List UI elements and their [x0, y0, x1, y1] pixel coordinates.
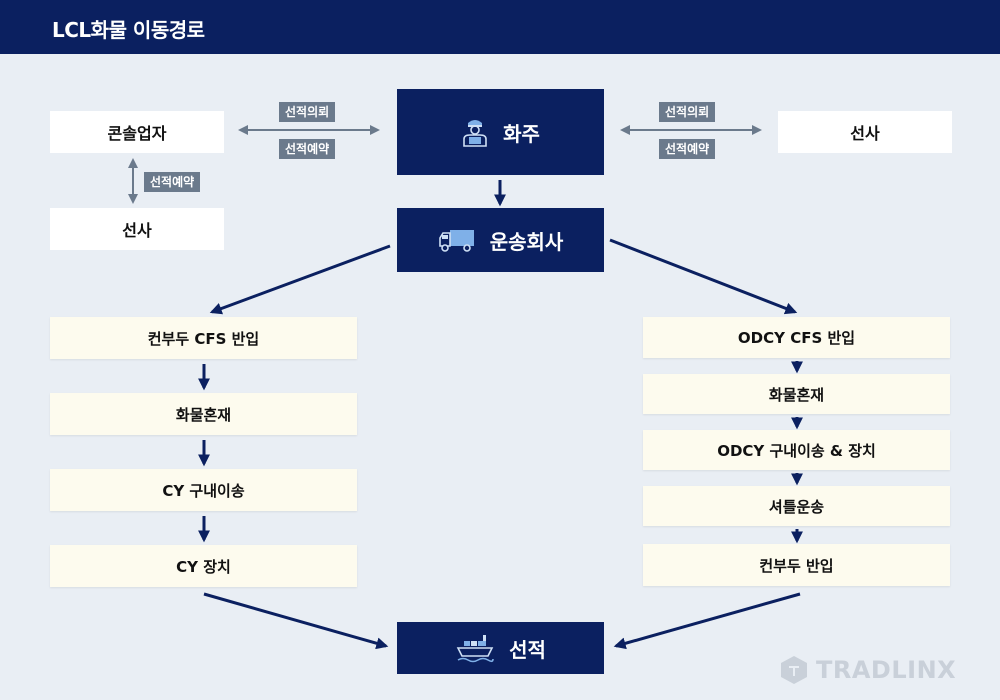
shipper-label: 화주 — [503, 121, 540, 146]
right-carrier-box: 선사 — [778, 111, 952, 153]
console-operator-box: 콘솔업자 — [50, 111, 224, 153]
arrow-transport-left — [209, 244, 391, 315]
left-tag-request: 선적의뢰 — [279, 102, 336, 122]
right-flow-step-1: ODCY CFS 반입 — [643, 317, 950, 358]
shipping-label: 선적 — [509, 637, 546, 662]
shipping-box: 선적 — [397, 622, 604, 674]
transport-company-box: 운송회사 — [397, 208, 604, 272]
left-flow-step-2: 화물혼재 — [50, 393, 357, 435]
tradlinx-logo: TRADLINX — [780, 655, 956, 685]
page-title: LCL화물 이동경로 — [52, 18, 205, 42]
right-flow-step-5: 컨부두 반입 — [643, 544, 950, 586]
vertical-tag-booking: 선적예약 — [144, 172, 201, 192]
right-flow-step-2: 화물혼재 — [643, 374, 950, 414]
header-bar: LCL화물 이동경로 — [0, 0, 1000, 54]
shipper-box: 화주 — [397, 89, 604, 175]
ship-icon — [455, 633, 495, 663]
transport-company-label: 운송회사 — [489, 229, 564, 254]
right-tag-request: 선적의뢰 — [659, 102, 716, 122]
left-flow-step-3: CY 구내이송 — [50, 469, 357, 511]
tradlinx-logo-text: TRADLINX — [816, 656, 957, 684]
left-carrier-box: 선사 — [50, 208, 224, 250]
arrow-right-final — [613, 592, 801, 650]
left-tag-booking: 선적예약 — [279, 139, 336, 159]
arrow-transport-right — [609, 238, 798, 315]
left-flow-step-1: 컨부두 CFS 반입 — [50, 317, 357, 359]
truck-icon — [438, 227, 476, 253]
tradlinx-logo-icon — [781, 656, 807, 684]
right-tag-booking: 선적예약 — [659, 139, 716, 159]
right-flow-step-3: ODCY 구내이송 & 장치 — [643, 430, 950, 470]
arrow-left-final — [203, 592, 389, 650]
shipper-person-icon — [461, 116, 489, 148]
right-flow-step-4: 셔틀운송 — [643, 486, 950, 526]
left-flow-step-4: CY 장치 — [50, 545, 357, 587]
